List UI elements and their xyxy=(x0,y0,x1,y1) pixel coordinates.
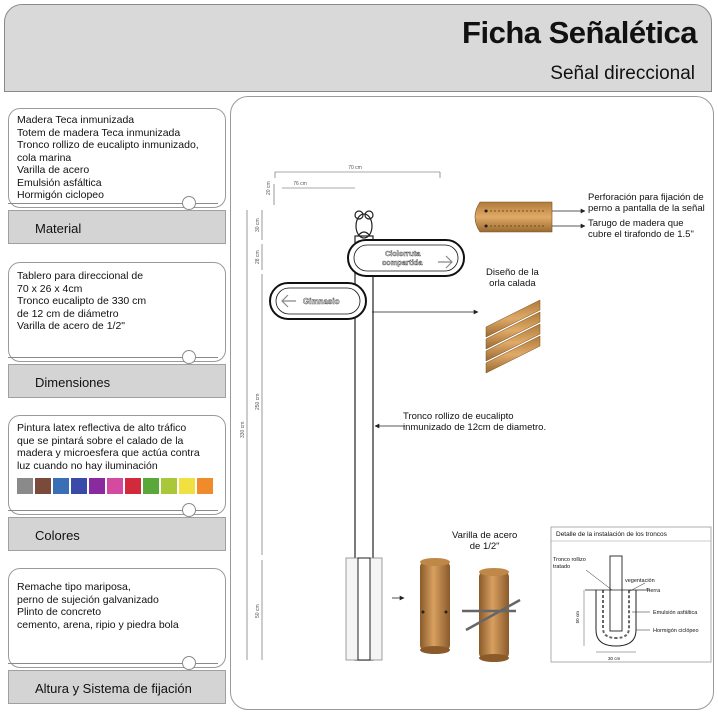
dimension-lines xyxy=(246,171,441,660)
section-card: Madera Teca inmunizada Totem de madera T… xyxy=(8,108,226,208)
dim-line: Tronco eucalipto de 330 cm xyxy=(17,295,147,307)
page-title: Ficha Señalética xyxy=(462,15,697,50)
arrow-left-icon xyxy=(281,294,296,308)
dim-side: 250 cm xyxy=(255,394,261,410)
dim-line: Tablero para direccional de xyxy=(17,270,144,282)
divider xyxy=(8,510,218,511)
technical-drawing xyxy=(230,96,714,710)
detail-tierra: Tierra xyxy=(646,588,661,594)
carved-border-design xyxy=(485,299,541,374)
detail-title: Detalle de la instalación de los troncos xyxy=(556,531,667,538)
bullet-dot xyxy=(182,350,196,364)
installation-detail xyxy=(550,526,712,663)
color-swatch xyxy=(161,478,177,494)
detail-vegetacion: vegentación xyxy=(625,578,655,584)
bullet-dot xyxy=(182,196,196,210)
section-fijacion: Remache tipo mariposa, perno de sujeción… xyxy=(8,568,226,704)
log-with-rod xyxy=(462,568,521,662)
section-card: Tablero para direccional de 70 x 26 x 4c… xyxy=(8,262,226,362)
color-swatch xyxy=(53,478,69,494)
varilla-text: Varilla de acero xyxy=(452,530,518,541)
section-dimensiones: Tablero para direccional de 70 x 26 x 4c… xyxy=(8,262,226,398)
tronco-text: Tronco rollizo de eucalipto xyxy=(403,411,514,422)
dim-side: 330 cm xyxy=(240,422,246,438)
color-line: que se pintará sobre el calado de la xyxy=(17,434,184,447)
color-swatches xyxy=(17,478,217,494)
color-line: Pintura latex reflectiva de alto tráfico xyxy=(17,422,187,434)
color-swatch xyxy=(71,478,87,494)
fix-line: Remache tipo mariposa, xyxy=(17,581,131,593)
color-swatch xyxy=(17,478,33,494)
detail-emulsion: Emulsión asfáltica xyxy=(653,610,698,616)
fix-line: Plinto de concreto xyxy=(17,606,102,618)
bullet-dot xyxy=(182,656,196,670)
color-line: luz cuando no hay iluminación xyxy=(17,459,158,472)
fix-line: cemento, arena, ripio y piedra bola xyxy=(17,618,179,631)
section-card: Pintura latex reflectiva de alto tráfico… xyxy=(8,415,226,515)
divider xyxy=(8,357,218,358)
color-line: madera y microesfera que actúa contra xyxy=(17,447,200,459)
section-colores: Pintura latex reflectiva de alto tráfico… xyxy=(8,415,226,551)
divider xyxy=(8,203,218,204)
dim-line: de 12 cm de diámetro xyxy=(17,307,119,320)
color-swatch xyxy=(197,478,213,494)
material-line: Hormigón ciclopeo xyxy=(17,189,104,201)
sign-bottom-text: Gimnasio xyxy=(303,297,340,306)
detail-dim-h: 50 cm xyxy=(574,611,580,624)
pole xyxy=(345,235,383,661)
section-label: Altura y Sistema de fijación xyxy=(8,670,226,704)
detail-hormigon: Hormigón ciclópeo xyxy=(653,628,699,634)
dim-top: 70 cm xyxy=(348,165,362,171)
header: Ficha Señalética Señal direccional xyxy=(4,4,712,92)
diseno-text: Diseño de la xyxy=(486,267,539,278)
dim-side: 28 cm xyxy=(255,250,261,264)
material-line: Varilla de acero xyxy=(17,164,90,176)
dim-side: 50 cm xyxy=(255,604,261,618)
perforacion-text: Perforación para fijación de xyxy=(588,192,704,203)
dim-line: 70 x 26 x 4cm xyxy=(17,282,83,295)
bullet-dot xyxy=(182,503,196,517)
sign-bottom: Gimnasio xyxy=(269,282,367,320)
detail-dim-w: 30 cm xyxy=(608,656,621,661)
divider xyxy=(8,663,218,664)
section-label: Colores xyxy=(8,517,226,551)
color-swatch xyxy=(89,478,105,494)
dim-small: 20 cm xyxy=(266,181,272,195)
tarugo-text: Tarugo de madera que xyxy=(588,218,684,229)
leader-arrows xyxy=(372,208,586,601)
arrow-right-icon xyxy=(438,255,453,269)
section-material: Madera Teca inmunizada Totem de madera T… xyxy=(8,108,226,244)
section-label: Dimensiones xyxy=(8,364,226,398)
color-swatch xyxy=(179,478,195,494)
fix-line: perno de sujeción galvanizado xyxy=(17,593,159,606)
material-line: Totem de madera Teca inmunizada xyxy=(17,126,181,139)
dim-side: 30 cm xyxy=(255,218,261,232)
section-label: Material xyxy=(8,210,226,244)
material-line: Tronco rollizo de eucalipto inmunizado, xyxy=(17,139,199,151)
page-subtitle: Señal direccional xyxy=(550,63,695,84)
color-swatch xyxy=(125,478,141,494)
dim-sign-w: 76 cm xyxy=(293,181,307,187)
dim-line: Varilla de acero de 1/2" xyxy=(17,320,126,332)
wood-plank xyxy=(474,201,553,233)
color-swatch xyxy=(143,478,159,494)
section-card: Remache tipo mariposa, perno de sujeción… xyxy=(8,568,226,668)
material-line: Emulsión asfáltica xyxy=(17,176,102,189)
color-swatch xyxy=(35,478,51,494)
material-line: cola marina xyxy=(17,151,72,164)
ornament-icon xyxy=(354,210,374,239)
material-line: Madera Teca inmunizada xyxy=(17,114,135,126)
log-with-rod xyxy=(420,558,450,654)
color-swatch xyxy=(107,478,123,494)
